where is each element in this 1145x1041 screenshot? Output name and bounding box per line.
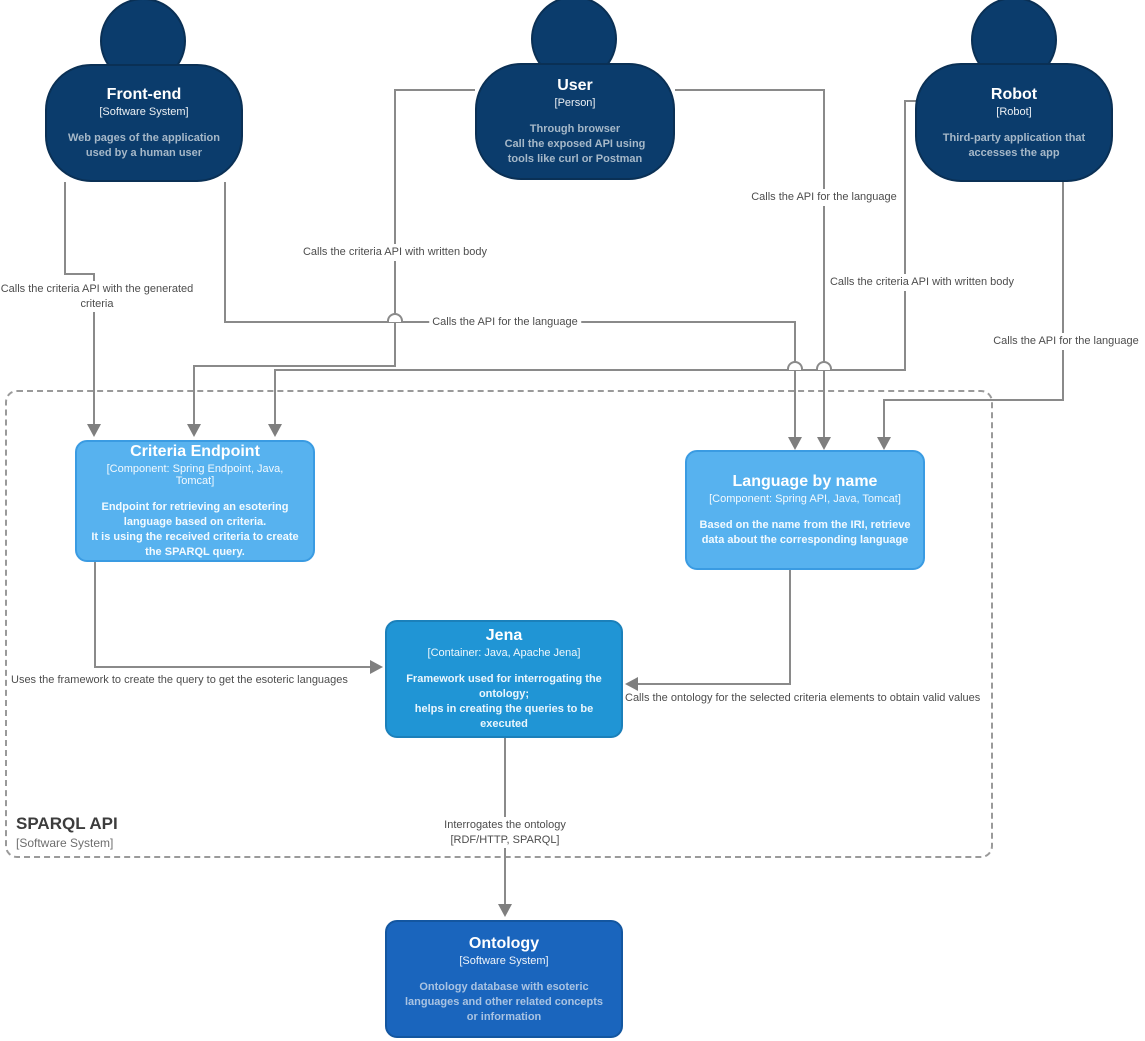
node-title: Criteria Endpoint: [130, 443, 260, 461]
edge-robot-language-label: Calls the API for the language: [990, 333, 1142, 350]
node-frontend-body: Front-end [Software System] Web pages of…: [45, 64, 243, 182]
edge-language-jena-arrowhead: [625, 677, 638, 691]
node-robot-body: Robot [Robot] Third-party application th…: [915, 63, 1113, 182]
edge-criteria-jena-segment: [94, 560, 96, 668]
node-meta: [Software System]: [459, 954, 549, 967]
edge-robot-language-segment: [1062, 182, 1064, 399]
edge-user-criteria-segment: [395, 89, 475, 91]
edge-user-language-segment: [675, 89, 825, 91]
boundary-label: SPARQL API [Software System]: [16, 814, 118, 850]
node-title: Robot: [990, 85, 1038, 103]
node-title: Front-end: [106, 86, 182, 104]
edge-criteria-jena-arrowhead: [370, 660, 383, 674]
edge-robot-criteria-segment: [274, 369, 906, 371]
edge-crossing-hop: [816, 361, 832, 370]
edge-language-jena-segment: [638, 683, 791, 685]
edge-fe-language-segment: [794, 321, 796, 438]
edge-fe-criteria-segment: [64, 273, 95, 275]
edge-user-criteria-arrowhead: [187, 424, 201, 437]
edge-robot-language-segment: [883, 399, 1064, 401]
edge-criteria-jena-segment: [94, 666, 372, 668]
edge-user-language-segment: [823, 89, 825, 438]
node-user[interactable]: User [Person] Through browser Call the e…: [475, 0, 675, 180]
edge-robot-criteria-segment: [904, 100, 916, 102]
node-title: Ontology: [468, 934, 540, 952]
node-description: Framework used for interrogating the ont…: [406, 673, 602, 730]
node-criteria-endpoint[interactable]: Criteria Endpoint [Component: Spring End…: [75, 440, 315, 562]
node-ontology[interactable]: Ontology [Software System] Ontology data…: [385, 920, 623, 1038]
edge-fe-criteria-segment: [93, 273, 95, 425]
node-title: Language by name: [732, 473, 878, 491]
edge-robot-language-arrowhead: [877, 437, 891, 450]
edge-robot-criteria-arrowhead: [268, 424, 282, 437]
edge-fe-criteria-label: Calls the criteria API with the generate…: [0, 281, 198, 313]
edge-user-language-arrowhead: [817, 437, 831, 450]
node-meta: [Component: Spring Endpoint, Java, Tomca…: [106, 463, 284, 488]
node-frontend[interactable]: Front-end [Software System] Web pages of…: [45, 0, 243, 182]
node-meta: [Person]: [554, 97, 596, 110]
edge-user-criteria-segment: [194, 365, 396, 367]
node-language-by-name[interactable]: Language by name [Component: Spring API,…: [685, 450, 925, 570]
node-meta: [Robot]: [996, 105, 1032, 118]
node-title: Jena: [485, 627, 523, 645]
node-meta: [Component: Spring API, Java, Tomcat]: [709, 493, 901, 506]
edge-language-jena-segment: [789, 568, 791, 685]
edge-user-criteria-label: Calls the criteria API with written body: [299, 244, 491, 261]
node-description: Based on the name from the IRI, retrieve…: [699, 519, 911, 547]
edge-user-criteria-segment: [394, 89, 396, 367]
node-description: Through browser Call the exposed API usi…: [504, 123, 646, 166]
edge-crossing-hop: [387, 313, 403, 322]
node-title: User: [557, 77, 593, 95]
node-description: Web pages of the application used by a h…: [68, 132, 220, 160]
edge-fe-language-segment: [224, 182, 226, 321]
edge-robot-criteria-segment: [904, 100, 906, 369]
node-jena[interactable]: Jena [Container: Java, Apache Jena] Fram…: [385, 620, 623, 738]
node-description: Endpoint for retrieving an esotering lan…: [91, 501, 299, 558]
boundary-title: SPARQL API: [16, 814, 118, 833]
node-robot[interactable]: Robot [Robot] Third-party application th…: [915, 0, 1113, 182]
edge-language-jena-label: Calls the ontology for the selected crit…: [622, 690, 984, 707]
edge-fe-language-label: Calls the API for the language: [429, 314, 581, 331]
node-description: Third-party application that accesses th…: [942, 131, 1086, 159]
edge-user-language-label: Calls the API for the language: [748, 189, 900, 206]
edge-robot-criteria-label: Calls the criteria API with written body: [826, 274, 1018, 291]
edge-fe-criteria-arrowhead: [87, 424, 101, 437]
edge-jena-ontology-label: Interrogates the ontology [RDF/HTTP, SPA…: [441, 817, 569, 849]
boundary-sparql-api[interactable]: [5, 390, 993, 858]
edge-robot-criteria-segment: [274, 369, 276, 425]
node-user-body: User [Person] Through browser Call the e…: [475, 63, 675, 180]
node-meta: [Container: Java, Apache Jena]: [427, 647, 581, 660]
edge-crossing-hop: [787, 361, 803, 370]
edge-robot-language-segment: [883, 399, 885, 438]
edge-fe-criteria-segment: [64, 182, 66, 273]
node-description: Ontology database with esoteric language…: [404, 980, 604, 1023]
edge-jena-ontology-arrowhead: [498, 904, 512, 917]
boundary-meta: [Software System]: [16, 836, 114, 850]
edge-fe-language-arrowhead: [788, 437, 802, 450]
node-meta: [Software System]: [99, 106, 189, 119]
edge-criteria-jena-label: Uses the framework to create the query t…: [8, 672, 351, 689]
edge-user-criteria-segment: [193, 365, 195, 425]
